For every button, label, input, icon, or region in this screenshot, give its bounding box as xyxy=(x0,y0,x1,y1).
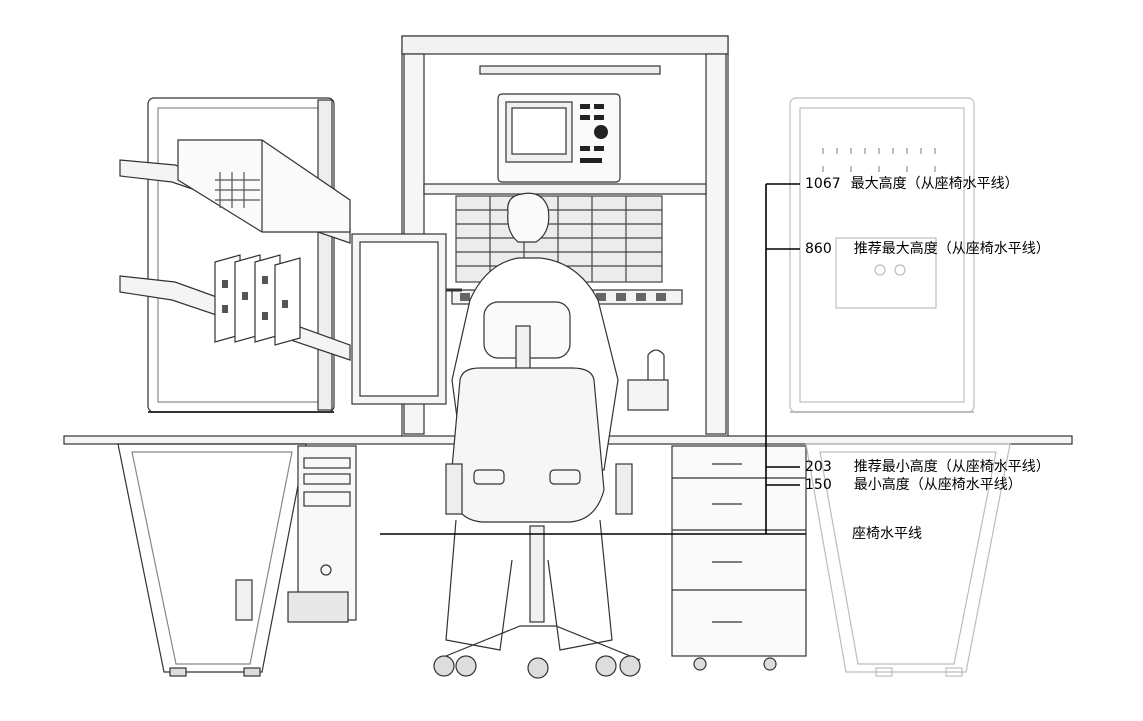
annotation-value: 203 xyxy=(805,459,832,475)
annotation-label: 最小高度（从座椅水平线） xyxy=(853,477,1022,493)
main-cabinet xyxy=(401,35,729,439)
annotation-recommended-min-height: 203 推荐最小高度（从座椅水平线） xyxy=(805,459,1050,475)
annotation-max-height: 1067 最大高度（从座椅水平线） xyxy=(805,176,1019,192)
annotation-recommended-max-height: 860 推荐最大高度（从座椅水平线） xyxy=(805,241,1050,257)
right-pegboard-cabinet xyxy=(789,97,975,413)
pc-tower xyxy=(235,445,357,623)
annotation-label: 推荐最小高度（从座椅水平线） xyxy=(853,459,1050,475)
seat-level-label: 座椅水平线 xyxy=(852,526,922,542)
left-shelf-cabinet xyxy=(119,97,351,413)
annotation-min-height: 150 最小高度（从座椅水平线） xyxy=(805,477,1022,493)
left-desk-leg xyxy=(117,443,307,677)
annotation-value: 860 xyxy=(805,241,832,257)
annotation-label: 推荐最大高度（从座椅水平线） xyxy=(853,241,1050,257)
annotation-label: 最大高度（从座椅水平线） xyxy=(850,176,1019,192)
seated-person-chair xyxy=(433,192,641,679)
drawer-pedestal xyxy=(671,445,807,671)
annotation-value: 1067 xyxy=(805,176,841,192)
dimension-lines xyxy=(380,183,806,535)
annotation-value: 150 xyxy=(805,477,832,493)
right-desk-leg xyxy=(805,443,1011,677)
monitor xyxy=(351,233,462,405)
